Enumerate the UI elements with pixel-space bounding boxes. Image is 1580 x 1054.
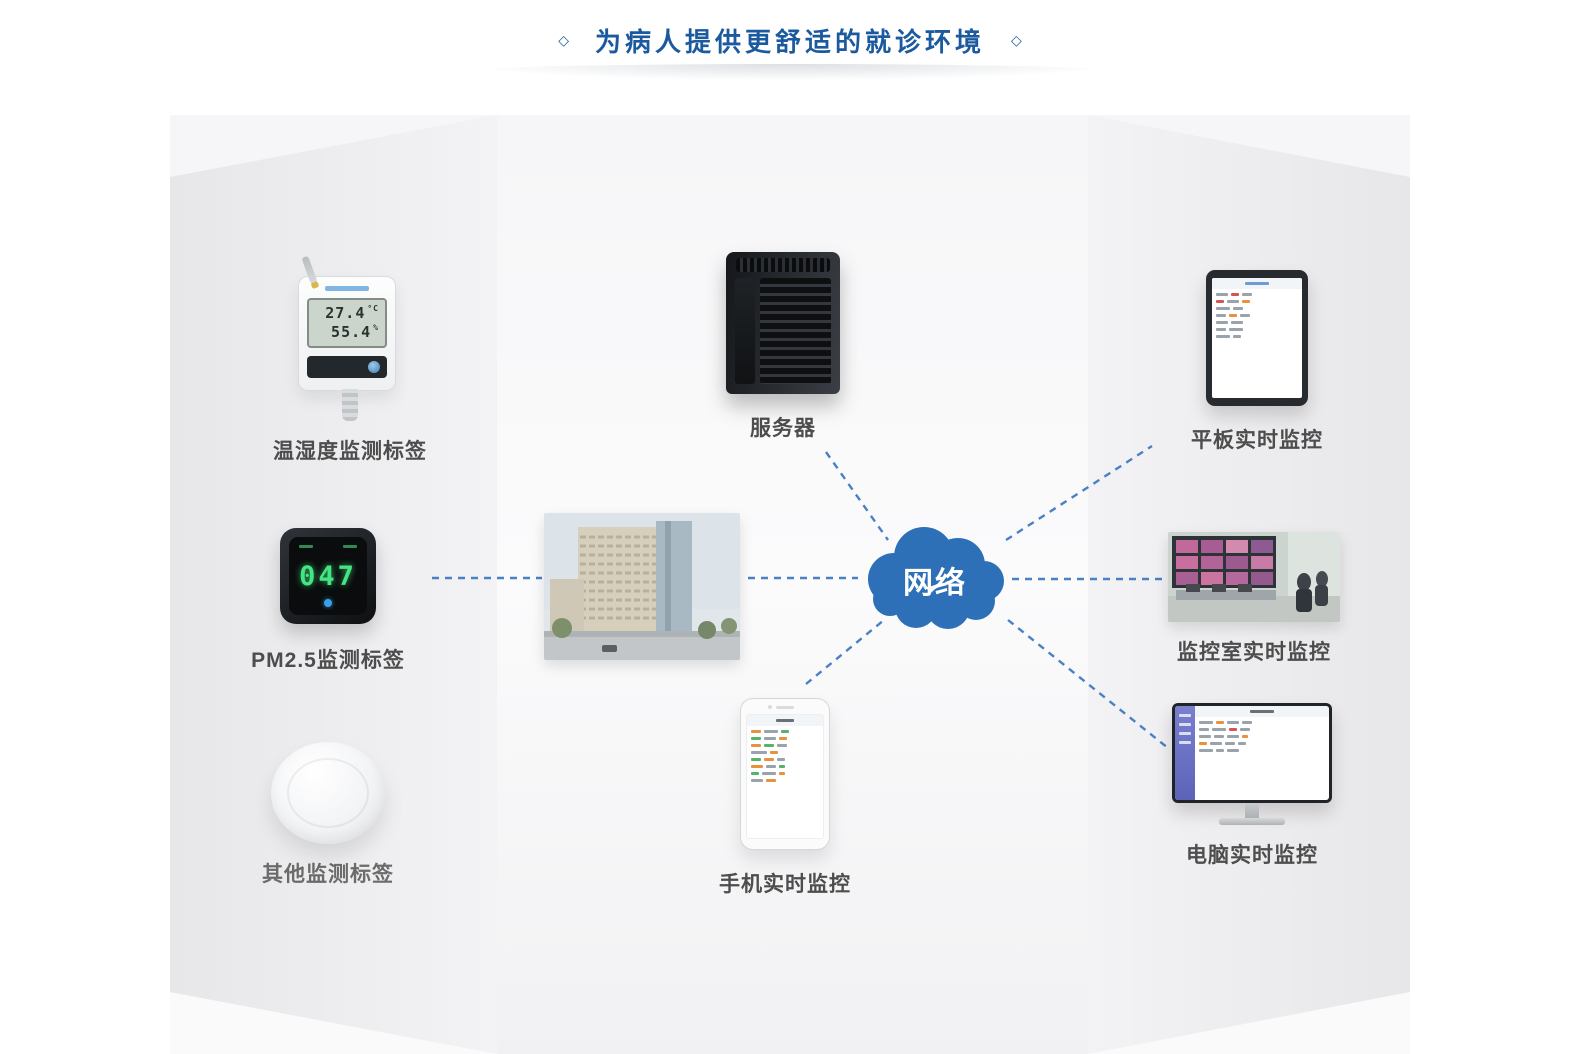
page-title: 为病人提供更舒适的就诊环境 (594, 27, 985, 57)
node-hospital-building (544, 513, 740, 660)
logger-button-panel (307, 355, 387, 378)
pc-monitor (1172, 703, 1332, 803)
logger-body: 27.4°C 55.4% (298, 276, 396, 391)
tablet-app-screen (1212, 278, 1302, 398)
pc-dashboard-main (1195, 706, 1329, 800)
control-room-label: 监控室实时监控 (1177, 641, 1331, 664)
phone-device-image (740, 698, 830, 850)
title-ornament-right-icon: ◇ (1011, 32, 1022, 48)
logger-button (368, 360, 380, 373)
phone-app-screen (746, 714, 824, 839)
lcd-humidity-reading: 55.4% (331, 322, 379, 341)
lcd-temperature-reading: 27.4°C (325, 304, 379, 322)
node-pm25: 047 PM2.5监测标签 (218, 528, 438, 674)
server-drive-bays (760, 278, 831, 384)
control-room-photo (1168, 532, 1340, 622)
pc-dashboard-screen (1175, 706, 1329, 800)
server-side-panel (735, 278, 755, 384)
logger-probe (342, 388, 358, 421)
title-underline-shadow (430, 64, 1150, 82)
pm25-label: PM2.5监测标签 (251, 649, 405, 672)
server-label: 服务器 (750, 417, 816, 440)
node-pc: 电脑实时监控 (1142, 703, 1362, 869)
pc-device-image (1172, 703, 1332, 825)
network-cloud-label: 网络 (903, 566, 967, 600)
pc-monitor-neck (1245, 803, 1259, 818)
server-vent (736, 258, 830, 272)
hospital-building-photo (544, 513, 740, 660)
pm25-reading: 047 (299, 561, 357, 592)
pm25-screen: 047 (289, 537, 367, 615)
phone-app-header (747, 715, 823, 726)
node-control-room: 监控室实时监控 (1144, 532, 1364, 666)
tablet-label: 平板实时监控 (1191, 429, 1323, 452)
title-ornament-left-icon: ◇ (558, 32, 569, 48)
other-tag-label: 其他监测标签 (262, 863, 394, 886)
node-other-tag: 其他监测标签 (218, 742, 438, 888)
temp-humidity-label: 温湿度监测标签 (273, 439, 427, 463)
pc-label: 电脑实时监控 (1186, 844, 1318, 867)
logger-brand-mark (325, 286, 369, 291)
node-tablet: 平板实时监控 (1147, 270, 1367, 454)
logger-lcd: 27.4°C 55.4% (307, 298, 387, 348)
tablet-app-header (1212, 278, 1302, 289)
pm25-device-image: 047 (280, 528, 376, 624)
other-tag-device-image (271, 742, 385, 844)
node-server: 服务器 (673, 252, 893, 442)
node-phone: 手机实时监控 (675, 698, 895, 898)
page-title-banner: ◇ 为病人提供更舒适的就诊环境 ◇ (0, 22, 1580, 59)
pc-dashboard-sidebar (1175, 706, 1195, 800)
phone-speaker (776, 706, 794, 709)
network-cloud: 网络 (868, 527, 1004, 629)
node-temp-humidity: 27.4°C 55.4% 温湿度监测标签 (240, 255, 460, 465)
temp-humidity-device-image: 27.4°C 55.4% (298, 255, 402, 421)
pc-monitor-base (1219, 818, 1285, 825)
phone-camera (768, 705, 772, 709)
tablet-device-image (1206, 270, 1308, 406)
pc-dashboard-header (1195, 706, 1329, 717)
phone-label: 手机实时监控 (719, 873, 851, 896)
pm25-indicator-dot (324, 599, 332, 607)
pm25-status-bars (299, 545, 357, 548)
server-device-image (726, 252, 840, 394)
